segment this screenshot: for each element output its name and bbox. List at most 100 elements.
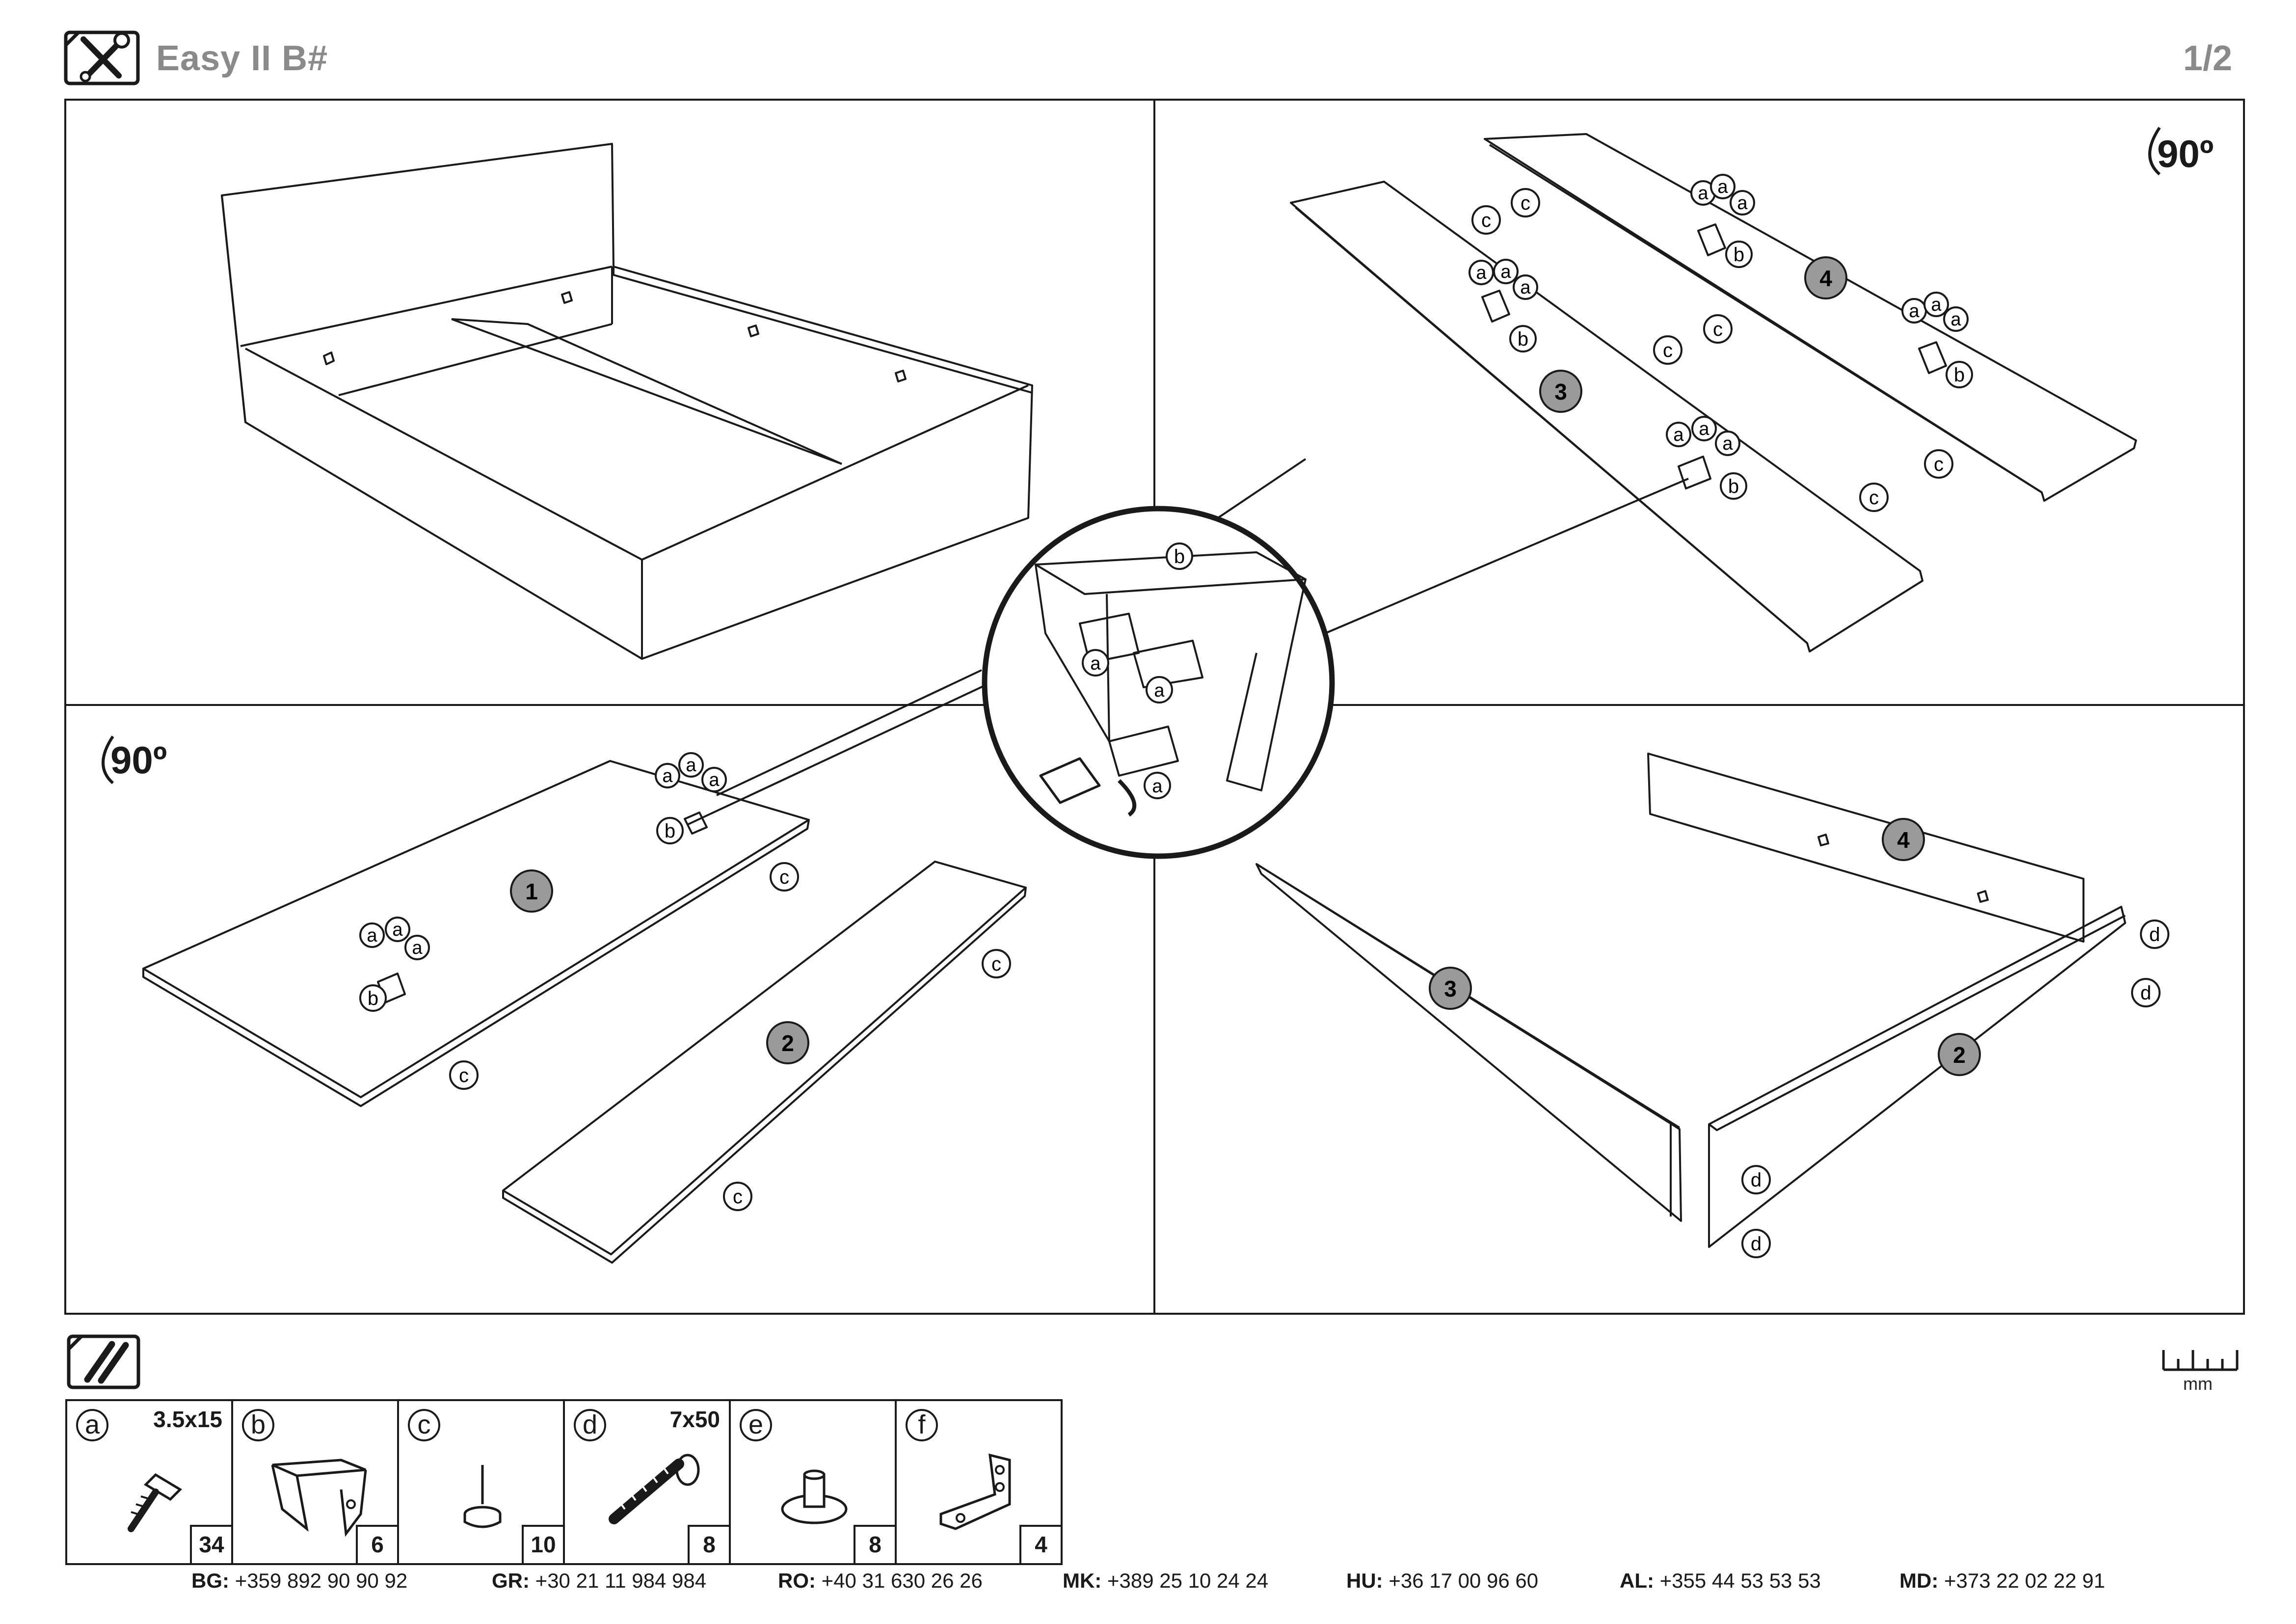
step-frame-sides	[1255, 753, 2126, 1248]
svg-text:b: b	[1954, 364, 1965, 386]
step-finished-bed	[221, 143, 1033, 660]
svg-text:2: 2	[1953, 1042, 1966, 1068]
svg-text:b: b	[1734, 244, 1744, 266]
svg-text:a: a	[686, 755, 696, 776]
svg-text:c: c	[1663, 340, 1673, 361]
svg-text:c: c	[1934, 454, 1944, 475]
svg-text:c: c	[1713, 319, 1723, 340]
hardware-callouts-a	[359, 174, 1969, 960]
contact-ro: RO: +40 31 630 26 26	[778, 1569, 983, 1592]
svg-text:d: d	[1751, 1169, 1762, 1191]
svg-text:a: a	[1909, 301, 1920, 322]
hardware-pack-icon	[67, 1334, 140, 1389]
ruler-unit-label: mm	[2183, 1374, 2213, 1394]
plastic-foot-icon	[781, 1469, 848, 1524]
part-quantity: 6	[356, 1525, 397, 1563]
svg-text:c: c	[779, 866, 789, 888]
svg-text:a: a	[662, 766, 673, 786]
svg-text:a: a	[367, 925, 377, 946]
panel-callout-4: 4	[1804, 256, 1847, 299]
svg-text:a: a	[1476, 263, 1487, 283]
svg-text:a: a	[1673, 425, 1684, 445]
part-cell-c: c 10	[397, 1399, 565, 1565]
svg-text:b: b	[368, 988, 378, 1009]
screwdriver-wrench-icon	[64, 30, 140, 85]
rotate-90-icon: 90º	[110, 738, 167, 782]
contact-al: AL: +355 44 53 53 53	[1620, 1569, 1821, 1592]
svg-text:a: a	[1090, 653, 1101, 674]
svg-text:c: c	[1521, 192, 1530, 214]
svg-text:4: 4	[1819, 266, 1832, 291]
svg-text:c: c	[733, 1186, 743, 1208]
page-number: 1/2	[2183, 39, 2232, 78]
panel-callout-3: 3	[1429, 967, 1472, 1010]
contact-hu: HU: +36 17 00 96 60	[1346, 1569, 1539, 1592]
svg-text:3: 3	[1554, 379, 1567, 405]
hardware-callout-letters-b: b b b b b b b	[368, 244, 1965, 1009]
part-quantity: 34	[190, 1525, 231, 1563]
panel-callout-1: 1	[510, 869, 553, 913]
svg-text:c: c	[1481, 210, 1491, 231]
support-contacts: BG: +359 892 90 90 92 GR: +30 21 11 984 …	[191, 1569, 2155, 1598]
svg-text:a: a	[1500, 262, 1511, 282]
svg-text:c: c	[1869, 487, 1879, 509]
svg-text:b: b	[1728, 476, 1739, 497]
svg-text:d: d	[1751, 1233, 1762, 1255]
svg-text:b: b	[1174, 546, 1185, 568]
panel-callout-2: 2	[1938, 1033, 1981, 1076]
part-cell-d: d 7x50 8	[563, 1399, 731, 1565]
svg-text:a: a	[412, 938, 423, 958]
part-letter: c	[408, 1409, 440, 1441]
part-quantity: 8	[854, 1525, 895, 1563]
panel-callout-2: 2	[766, 1021, 809, 1064]
step-head-panels: 90º	[102, 669, 1027, 1264]
svg-text:a: a	[1152, 776, 1163, 797]
part-letter: d	[574, 1409, 606, 1441]
part-size: 3.5x15	[153, 1407, 222, 1432]
rotate-90-icon: 90º	[2157, 132, 2214, 175]
svg-text:b: b	[665, 820, 675, 842]
svg-text:4: 4	[1897, 827, 1910, 853]
svg-text:b: b	[1518, 328, 1528, 350]
svg-text:a: a	[1737, 193, 1748, 214]
svg-text:a: a	[1717, 177, 1728, 197]
panel-callout-3: 3	[1539, 370, 1582, 413]
callout-markers: 1 2 3 4 3 4 2 cc cc cc cc cc dd dd	[359, 174, 2169, 1258]
angle-bracket-icon	[939, 1453, 1011, 1530]
svg-text:c: c	[459, 1065, 469, 1086]
part-letter: a	[76, 1409, 108, 1441]
contact-md: MD: +373 22 02 22 91	[1899, 1569, 2106, 1592]
hardware-callouts-d	[1741, 920, 2169, 1258]
svg-text:d: d	[2149, 924, 2160, 946]
svg-text:2: 2	[781, 1030, 794, 1056]
hardware-callout-letters-c: cc cc cc cc cc	[459, 192, 1944, 1208]
part-cell-b: b 6	[231, 1399, 399, 1565]
svg-text:a: a	[1699, 419, 1709, 439]
part-quantity: 8	[688, 1525, 729, 1563]
document-title: Easy II B#	[156, 39, 328, 78]
plastic-bracket-icon	[271, 1459, 367, 1537]
svg-text:a: a	[1154, 680, 1165, 701]
part-letter: b	[242, 1409, 274, 1441]
part-cell-e: e 8	[729, 1399, 897, 1565]
svg-text:a: a	[1722, 433, 1733, 454]
svg-text:a: a	[709, 770, 720, 790]
contact-mk: MK: +389 25 10 24 24	[1063, 1569, 1269, 1592]
part-quantity: 4	[1019, 1525, 1061, 1563]
wood-screw-icon	[128, 1473, 183, 1532]
svg-text:a: a	[392, 920, 403, 940]
panel-callout-4: 4	[1882, 818, 1925, 861]
ruler-icon	[2162, 1350, 2239, 1371]
hardware-callout-letters-d: d d d d	[1751, 924, 2160, 1255]
confirmat-screw-icon	[609, 1454, 700, 1524]
step-side-panels: 90º	[1148, 127, 2214, 652]
svg-text:a: a	[1520, 277, 1531, 298]
svg-text:3: 3	[1444, 976, 1457, 1001]
part-letter: f	[906, 1409, 938, 1441]
part-size: 7x50	[669, 1407, 720, 1432]
nail-glide-icon	[463, 1465, 502, 1528]
svg-text:a: a	[1698, 183, 1709, 204]
svg-text:d: d	[2140, 982, 2151, 1004]
